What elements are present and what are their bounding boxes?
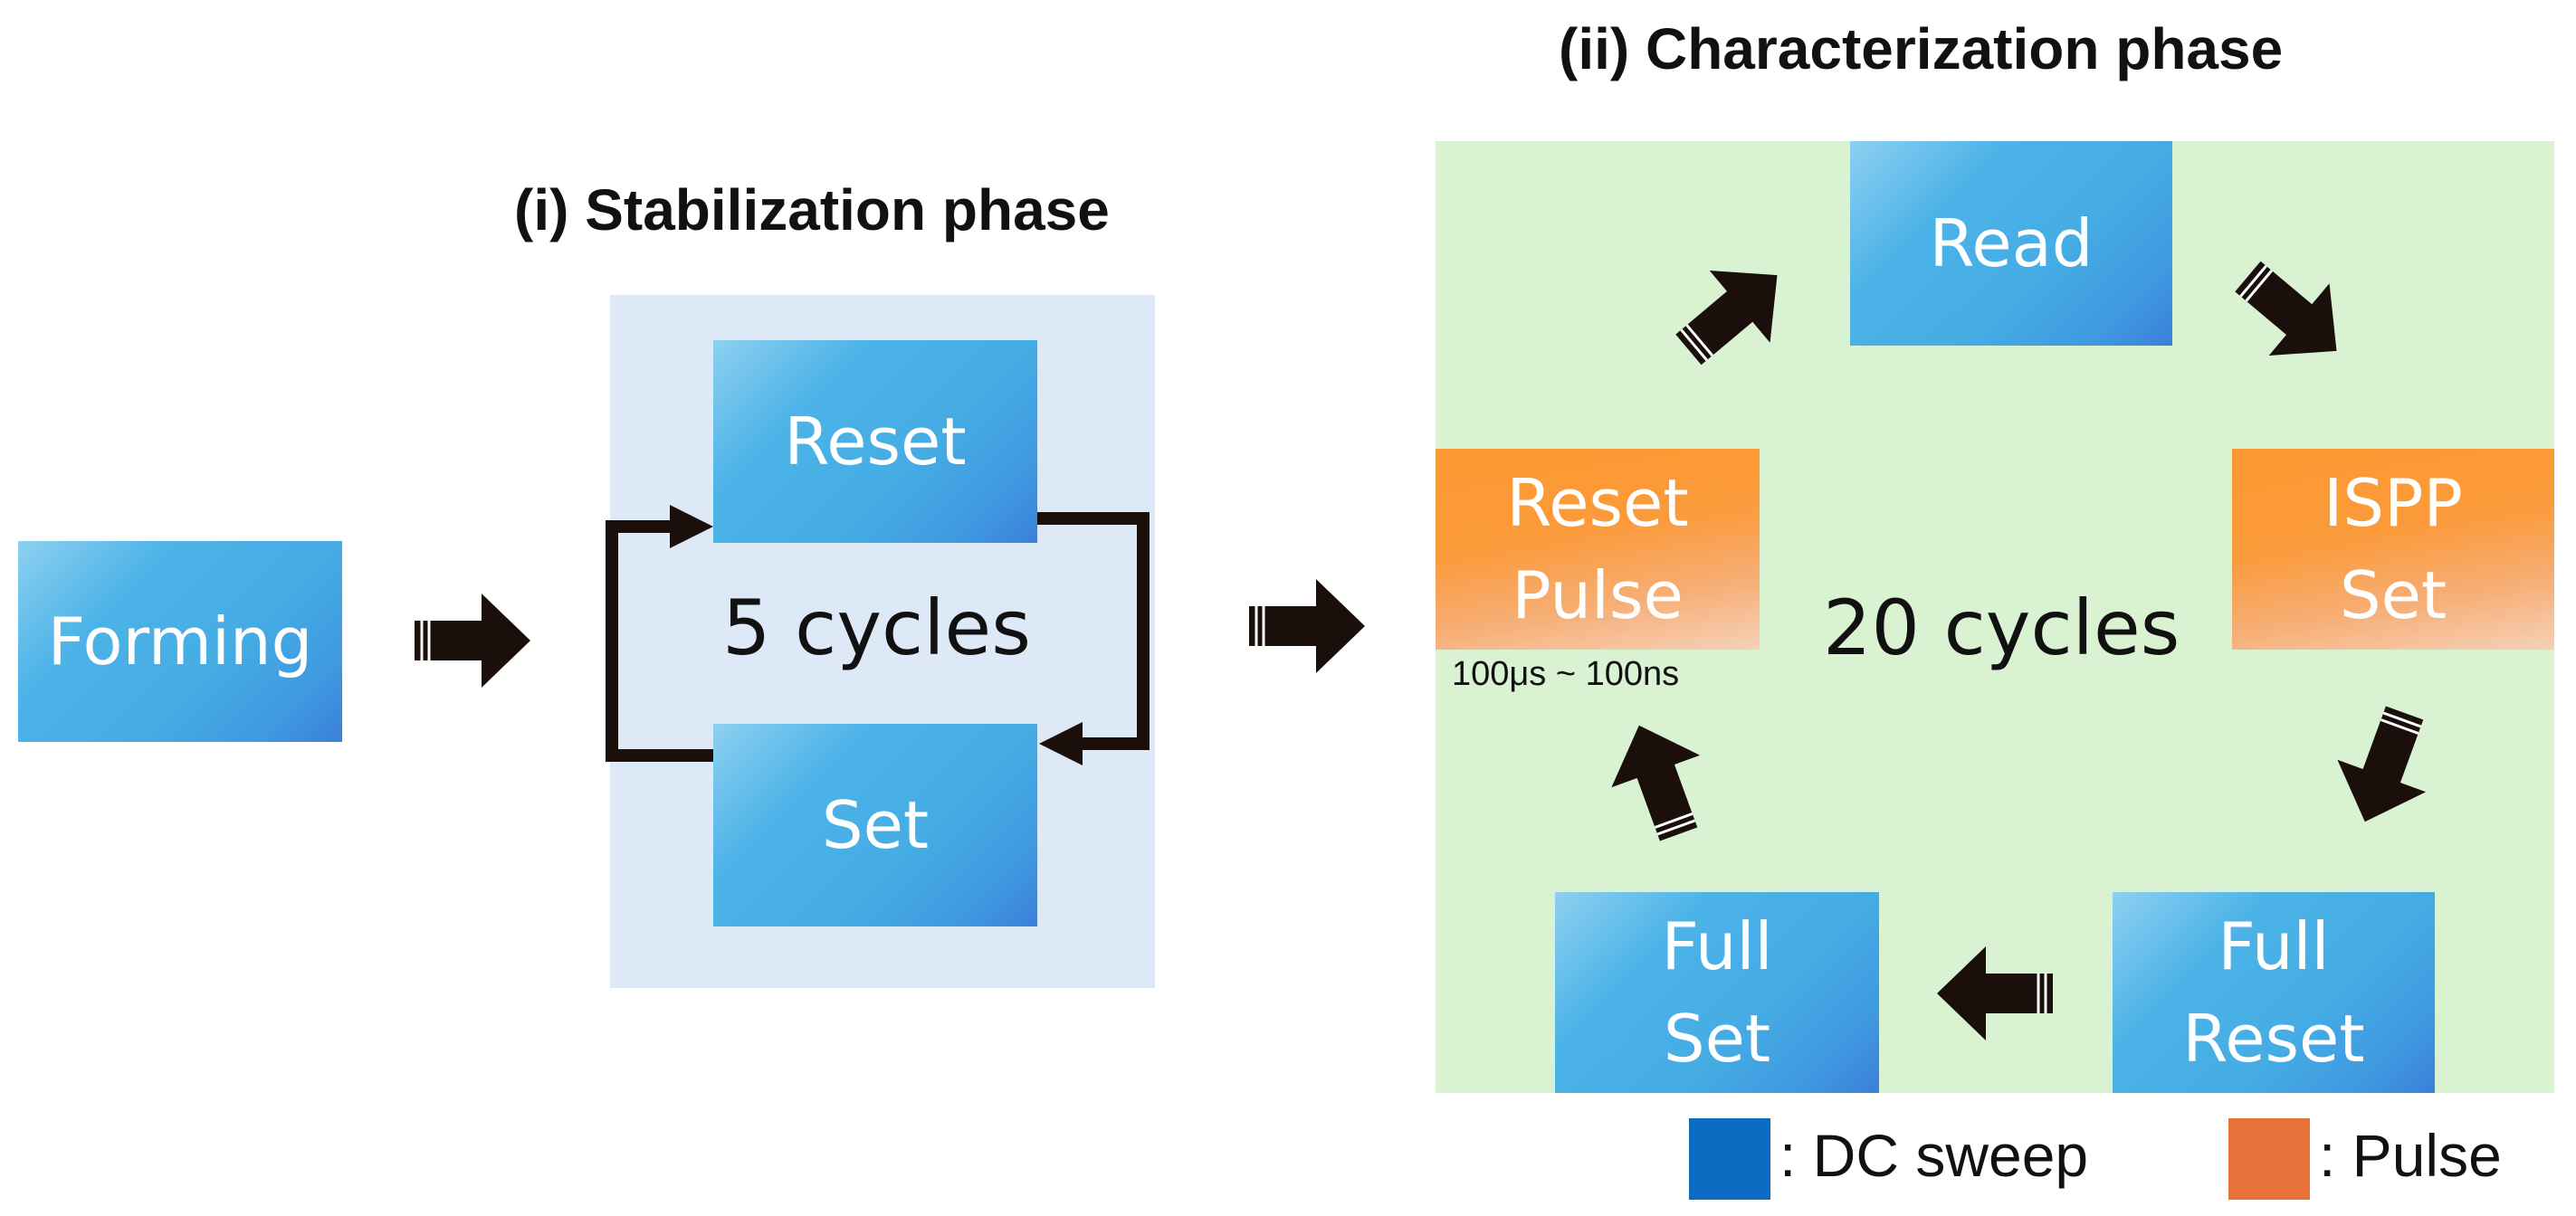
stabilization-phase-title: (i) Stabilization phase — [514, 177, 1110, 242]
cycle-arrow-to-full-set — [1937, 946, 2053, 1040]
read-box: Read — [1850, 141, 2172, 346]
flow-arrow-forming-to-stabilization — [415, 594, 530, 688]
forming-box: Forming — [18, 541, 342, 742]
stabilization-set-label: Set — [821, 786, 930, 863]
legend-pulse-label: : Pulse — [2319, 1122, 2502, 1189]
cycle-arrow-to-reset-pulse — [1611, 725, 1701, 841]
forming-label: Forming — [47, 603, 313, 679]
reset-pulse-label-line2: Pulse — [1512, 557, 1684, 633]
stabilization-reset-box: Reset — [713, 340, 1037, 543]
ispp-set-label-line1: ISPP — [2323, 464, 2463, 541]
pulse-range-label: 100μs ~ 100ns — [1452, 655, 1680, 693]
ispp-set-label-line2: Set — [2339, 557, 2447, 633]
cycle-arrow-to-ispp-set — [2235, 261, 2337, 356]
stabilization-cycles-label: 5 cycles — [722, 584, 1032, 672]
full-reset-box: Full Reset — [2113, 892, 2435, 1093]
full-reset-label-line2: Reset — [2182, 1001, 2365, 1077]
full-reset-label-line1: Full — [2218, 907, 2330, 984]
ispp-set-box: ISPP Set — [2232, 449, 2554, 650]
cycle-arrow-to-full-reset — [2337, 706, 2427, 822]
read-label: Read — [1929, 204, 2094, 281]
characterization-phase-title: (ii) Characterization phase — [1559, 16, 2284, 81]
characterization-cycles-label: 20 cycles — [1823, 584, 2180, 672]
full-set-label-line1: Full — [1661, 907, 1773, 984]
reset-pulse-label-line1: Reset — [1506, 464, 1689, 541]
cycle-arrow-to-read — [1675, 271, 1778, 366]
full-set-box: Full Set — [1555, 892, 1879, 1093]
full-set-label-line2: Set — [1663, 1001, 1771, 1077]
stabilization-set-box: Set — [713, 724, 1037, 926]
reset-pulse-box: Reset Pulse — [1436, 449, 1760, 650]
flow-arrow-stabilization-to-characterization — [1249, 579, 1365, 673]
legend-pulse-swatch — [2228, 1118, 2310, 1200]
stabilization-reset-label: Reset — [784, 403, 967, 480]
legend-dc-label: : DC sweep — [1779, 1122, 2089, 1189]
legend-dc-swatch — [1689, 1118, 1770, 1200]
